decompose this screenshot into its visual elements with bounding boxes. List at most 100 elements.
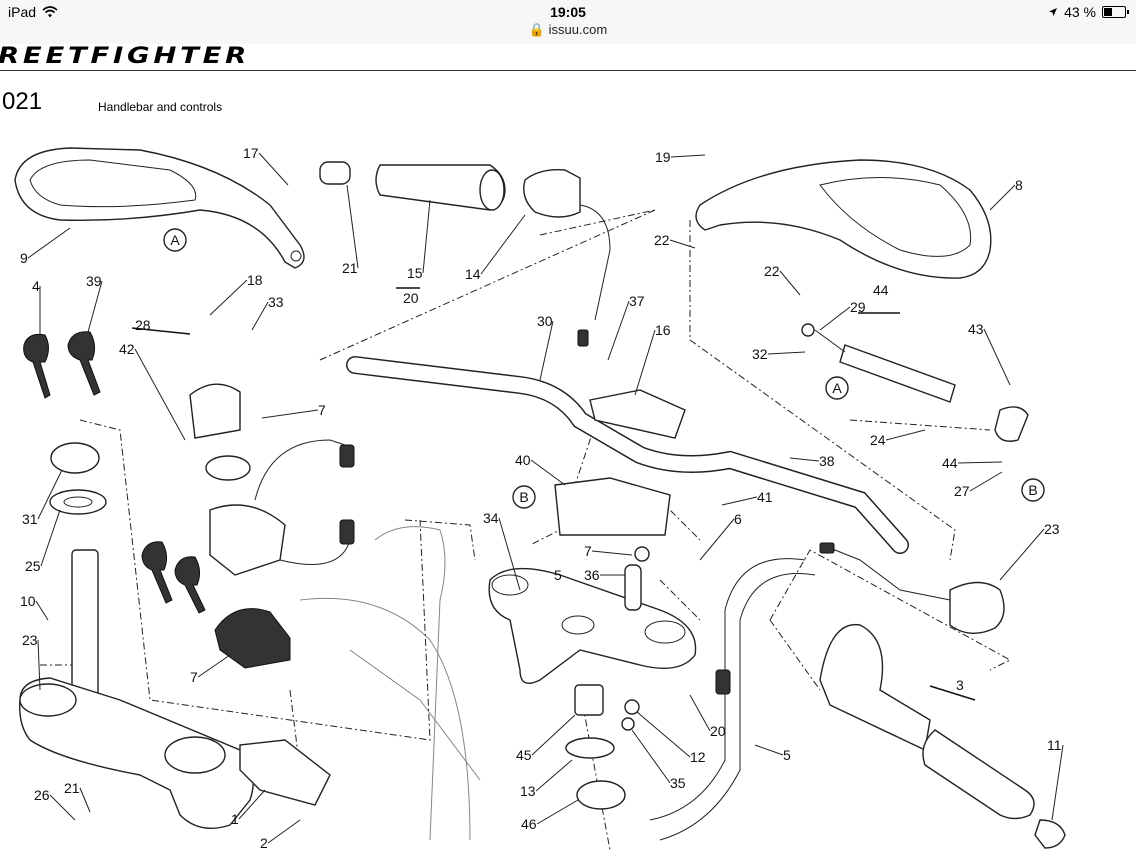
page-number: 021: [2, 88, 43, 115]
leader-line: [197, 654, 231, 678]
callout-11: 11: [1047, 737, 1062, 753]
clock: 19:05: [550, 4, 586, 20]
callout-36: 36: [584, 567, 600, 583]
leader-line: [539, 320, 554, 381]
callout-27: 27: [954, 483, 970, 499]
address-bar[interactable]: 🔒 issuu.com: [0, 22, 1136, 38]
callout-1: 1: [231, 811, 239, 827]
callout-31: 31: [22, 511, 38, 527]
callout-34: 34: [483, 510, 499, 526]
ref-a-1: A: [170, 232, 180, 248]
leader-line: [498, 517, 521, 591]
callout-26: 26: [34, 787, 50, 803]
leader-line: [238, 789, 266, 820]
callout-30: 30: [537, 313, 553, 329]
callout-25: 25: [25, 558, 41, 574]
callout-15: 15: [407, 265, 423, 281]
callout-7: 7: [190, 669, 198, 685]
callout-41: 41: [757, 489, 773, 505]
callout-37: 37: [629, 293, 645, 309]
header-divider: [0, 70, 1136, 71]
wifi-icon: [42, 6, 58, 18]
callout-4: 4: [32, 278, 40, 294]
callout-12: 12: [690, 749, 706, 765]
leader-line: [40, 509, 61, 567]
callout-10: 10: [20, 593, 36, 609]
leader-line: [591, 550, 633, 556]
leader-line: [634, 329, 656, 396]
callout-6: 6: [734, 511, 742, 527]
leader-line: [983, 328, 1011, 386]
callout-24: 24: [870, 432, 886, 448]
ref-a-2: A: [832, 380, 842, 396]
leader-line: [261, 409, 319, 419]
callout-22: 22: [654, 232, 670, 248]
battery-percent: 43 %: [1064, 4, 1096, 20]
leader-line: [1051, 744, 1064, 821]
leader-line: [670, 154, 706, 158]
leader-line: [251, 301, 269, 331]
location-arrow-icon: [1049, 8, 1058, 16]
callout-46: 46: [521, 816, 537, 832]
leader-line: [535, 759, 573, 792]
callout-43: 43: [968, 321, 984, 337]
leader-line: [27, 227, 71, 259]
ignition-and-keys: [23, 331, 355, 614]
callout-29: 29: [850, 299, 866, 315]
leader-line: [79, 787, 91, 813]
callout-5: 5: [783, 747, 791, 763]
status-bar: iPad 19:05 🔒 issuu.com 43 %: [0, 0, 1136, 44]
leader-line: [636, 711, 691, 758]
callout-40: 40: [515, 452, 531, 468]
leader-line: [530, 459, 566, 486]
top-yoke: [488, 564, 697, 684]
url-text: issuu.com: [548, 22, 608, 37]
callout-35: 35: [670, 775, 686, 791]
callout-44: 44: [942, 455, 958, 471]
callout-16: 16: [655, 322, 671, 338]
callout-2: 2: [260, 835, 268, 851]
leader-line: [754, 744, 784, 756]
leader-line: [37, 469, 63, 520]
leader-line: [957, 461, 1003, 464]
callout-7: 7: [584, 543, 592, 559]
callout-8: 8: [1015, 177, 1023, 193]
callout-3: 3: [956, 677, 964, 693]
leader-line: [536, 799, 579, 825]
leader-line: [689, 694, 711, 732]
lock-icon: 🔒: [528, 22, 546, 37]
nuts-and-washers: [49, 442, 650, 810]
leader-line: [779, 270, 801, 296]
callout-44: 44: [873, 282, 889, 298]
leader-line: [480, 214, 526, 275]
callout-7: 7: [318, 402, 326, 418]
leader-line: [767, 351, 806, 355]
leader-line: [346, 184, 359, 269]
callout-5: 5: [554, 567, 562, 583]
leader-line: [35, 600, 49, 621]
callout-17: 17: [243, 145, 259, 161]
ref-b-2: B: [1028, 482, 1037, 498]
callout-45: 45: [516, 747, 532, 763]
leader-line: [531, 714, 576, 756]
status-right: 43 %: [1048, 4, 1129, 20]
callout-33: 33: [268, 294, 284, 310]
leader-line: [258, 152, 289, 186]
callout-13: 13: [520, 783, 536, 799]
leader-line: [209, 279, 248, 316]
leader-line: [49, 794, 76, 821]
callout-42: 42: [119, 341, 135, 357]
group-brace: [131, 327, 191, 335]
left-grip-assembly: [319, 161, 611, 347]
leader-line: [789, 457, 820, 462]
status-left: iPad: [8, 4, 58, 20]
ref-b-1: B: [519, 489, 528, 505]
callout-32: 32: [752, 346, 768, 362]
callout-20: 20: [710, 723, 726, 739]
leader-line: [885, 429, 926, 441]
leader-line: [267, 819, 301, 844]
leader-line: [989, 184, 1016, 211]
leader-line: [721, 496, 758, 506]
leader-line: [134, 348, 186, 441]
